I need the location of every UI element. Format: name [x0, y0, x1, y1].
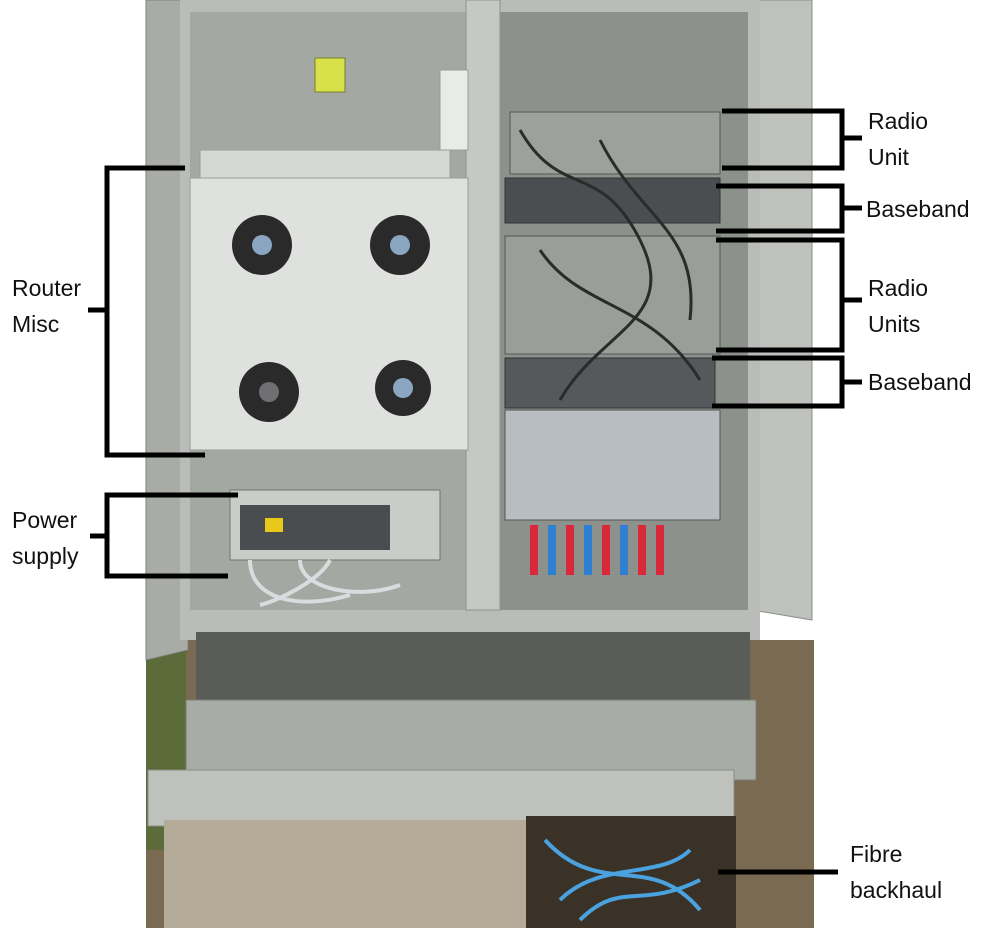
router-misc-bracket — [88, 165, 205, 458]
power-supply-breakers — [240, 505, 390, 550]
baseband-top-label: Baseband — [866, 196, 970, 222]
radio-units-bracket — [716, 237, 862, 353]
radio-units-middle — [504, 235, 721, 355]
radio-units-label-line2: Units — [868, 311, 921, 337]
radio-units-label-line1: Radio — [868, 275, 929, 301]
fibre-backhaul-label-line2: backhaul — [850, 877, 943, 903]
radio-unit-label-line1: Radio — [868, 108, 929, 134]
baseband-bottom-label: Baseband — [868, 369, 972, 395]
power-supply-label-line2: supply — [12, 543, 79, 569]
top-shelf — [199, 149, 451, 179]
router-misc-label: Router Misc — [12, 270, 81, 342]
power-supply-label-line1: Power — [12, 507, 78, 533]
cabinet-bottom-bay — [196, 632, 750, 712]
fan-bottom-left — [239, 362, 299, 422]
radio-unit-label: Radio Unit — [868, 103, 928, 175]
power-supply-bracket — [90, 492, 238, 579]
rack-lower-equipment — [504, 409, 721, 521]
fibre-cables — [543, 838, 702, 922]
right-door — [751, 0, 813, 621]
router-misc-label-line2: Misc — [12, 311, 60, 337]
plinth — [185, 699, 757, 781]
concrete-slab — [164, 820, 544, 928]
power-cables — [248, 558, 401, 607]
fan-top-right — [370, 215, 430, 275]
baseband-bottom-bracket — [712, 355, 862, 409]
baseband-top-bracket — [716, 183, 862, 234]
router-misc-label-line1: Router — [12, 275, 82, 301]
power-supply-label: Power supply — [12, 502, 78, 574]
radio-units-label: Radio Units — [868, 270, 928, 342]
fibre-backhaul-label-line1: Fibre — [850, 841, 903, 867]
feeder-cables — [530, 525, 664, 575]
radio-unit-bracket — [722, 108, 862, 171]
center-post — [465, 0, 501, 611]
baseband-bottom — [504, 357, 716, 409]
fan-top-left — [232, 215, 292, 275]
power-supply-fuse — [265, 518, 283, 532]
sticker — [314, 57, 346, 93]
router-misc-panel — [189, 177, 469, 451]
junction-box — [439, 69, 469, 151]
fan-bottom-right — [375, 360, 431, 416]
fibre-backhaul-label: Fibre backhaul — [850, 836, 942, 908]
rack-cabling — [518, 129, 702, 401]
radio-unit-label-line2: Unit — [868, 144, 909, 170]
